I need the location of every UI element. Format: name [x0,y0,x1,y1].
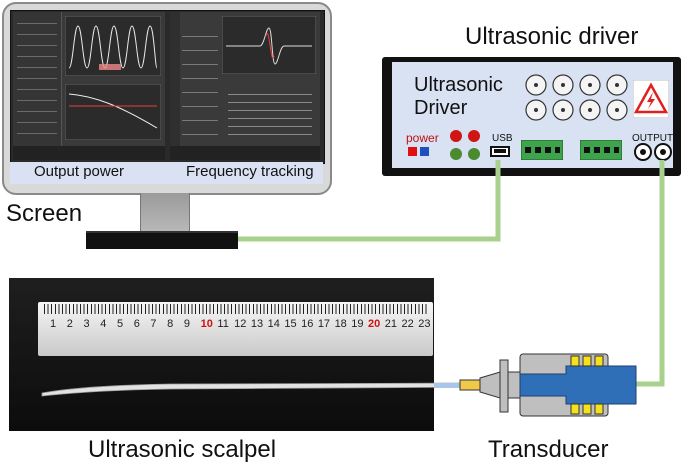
ruler-number: 8 [167,318,174,330]
power-indicator-red [408,147,417,156]
screen-label: Screen [6,200,83,227]
high-voltage-warning-icon [633,80,669,118]
frequency-tracking-chart [222,16,316,74]
ruler-number: 23 [418,318,431,330]
ruler-number: 6 [133,318,140,330]
output-connectors [634,143,672,161]
ruler-number: 21 [384,318,398,330]
power-indicator-blue [420,147,429,156]
ruler-number: 17 [317,318,331,330]
app-footer [13,146,165,160]
output-label: OUTPUT [632,133,674,144]
status-leds [450,130,480,160]
ruler-number: 16 [301,318,314,330]
ruler-number: 12 [234,318,247,330]
settings-column [182,30,218,140]
output-power-chart [65,16,161,76]
scalpel-label: Ultrasonic scalpel [88,436,277,463]
ruler-number: 19 [351,318,364,330]
ruler-number: 5 [116,318,124,330]
scalpel-blade [41,382,470,397]
monitor-stand-neck [140,193,190,231]
ruler-number: 20 [368,318,381,330]
driver-title: Ultrasonic driver [465,23,639,50]
frequency-tracking-label: Frequency tracking [186,163,314,180]
settings-table [228,90,312,140]
ruler-number: 4 [100,318,107,330]
usb-port-inner [494,149,506,153]
frequency-tracking-window [170,12,320,160]
transducer-label: Transducer [488,436,609,463]
app-sidebar [170,12,180,160]
terminal-block-1 [521,140,563,160]
ruler-number: 13 [250,318,264,330]
ruler-number: 1 [50,318,57,330]
ruler-ticks [44,304,429,314]
output-trend-chart [65,84,161,140]
driver-name-line1: Ultrasonic [414,74,503,96]
output-power-window [13,12,165,160]
ruler-number: 10 [200,318,213,330]
ruler-number: 14 [267,318,280,330]
bnc-connector-grid [525,74,628,121]
ruler-number: 11 [217,318,229,330]
sidebar-rows [17,18,57,138]
transducer [459,353,637,417]
driver-name-line2: Driver [414,97,468,119]
screen-caption-strip [10,162,323,184]
monitor-stand-base [86,231,238,249]
ruler-number: 18 [334,318,347,330]
app-footer [170,146,320,160]
ruler-number: 2 [66,318,73,330]
terminal-block-2 [580,140,622,160]
ruler-number: 22 [401,318,414,330]
output-power-label: Output power [34,163,125,180]
usb-label: USB [492,133,513,144]
ruler-number: 15 [284,318,297,330]
power-label: power [406,131,439,145]
ruler-number: 9 [183,318,191,330]
ruler-number: 7 [150,318,157,330]
ruler-number: 3 [83,318,90,330]
scalpel-sheath [434,383,460,388]
